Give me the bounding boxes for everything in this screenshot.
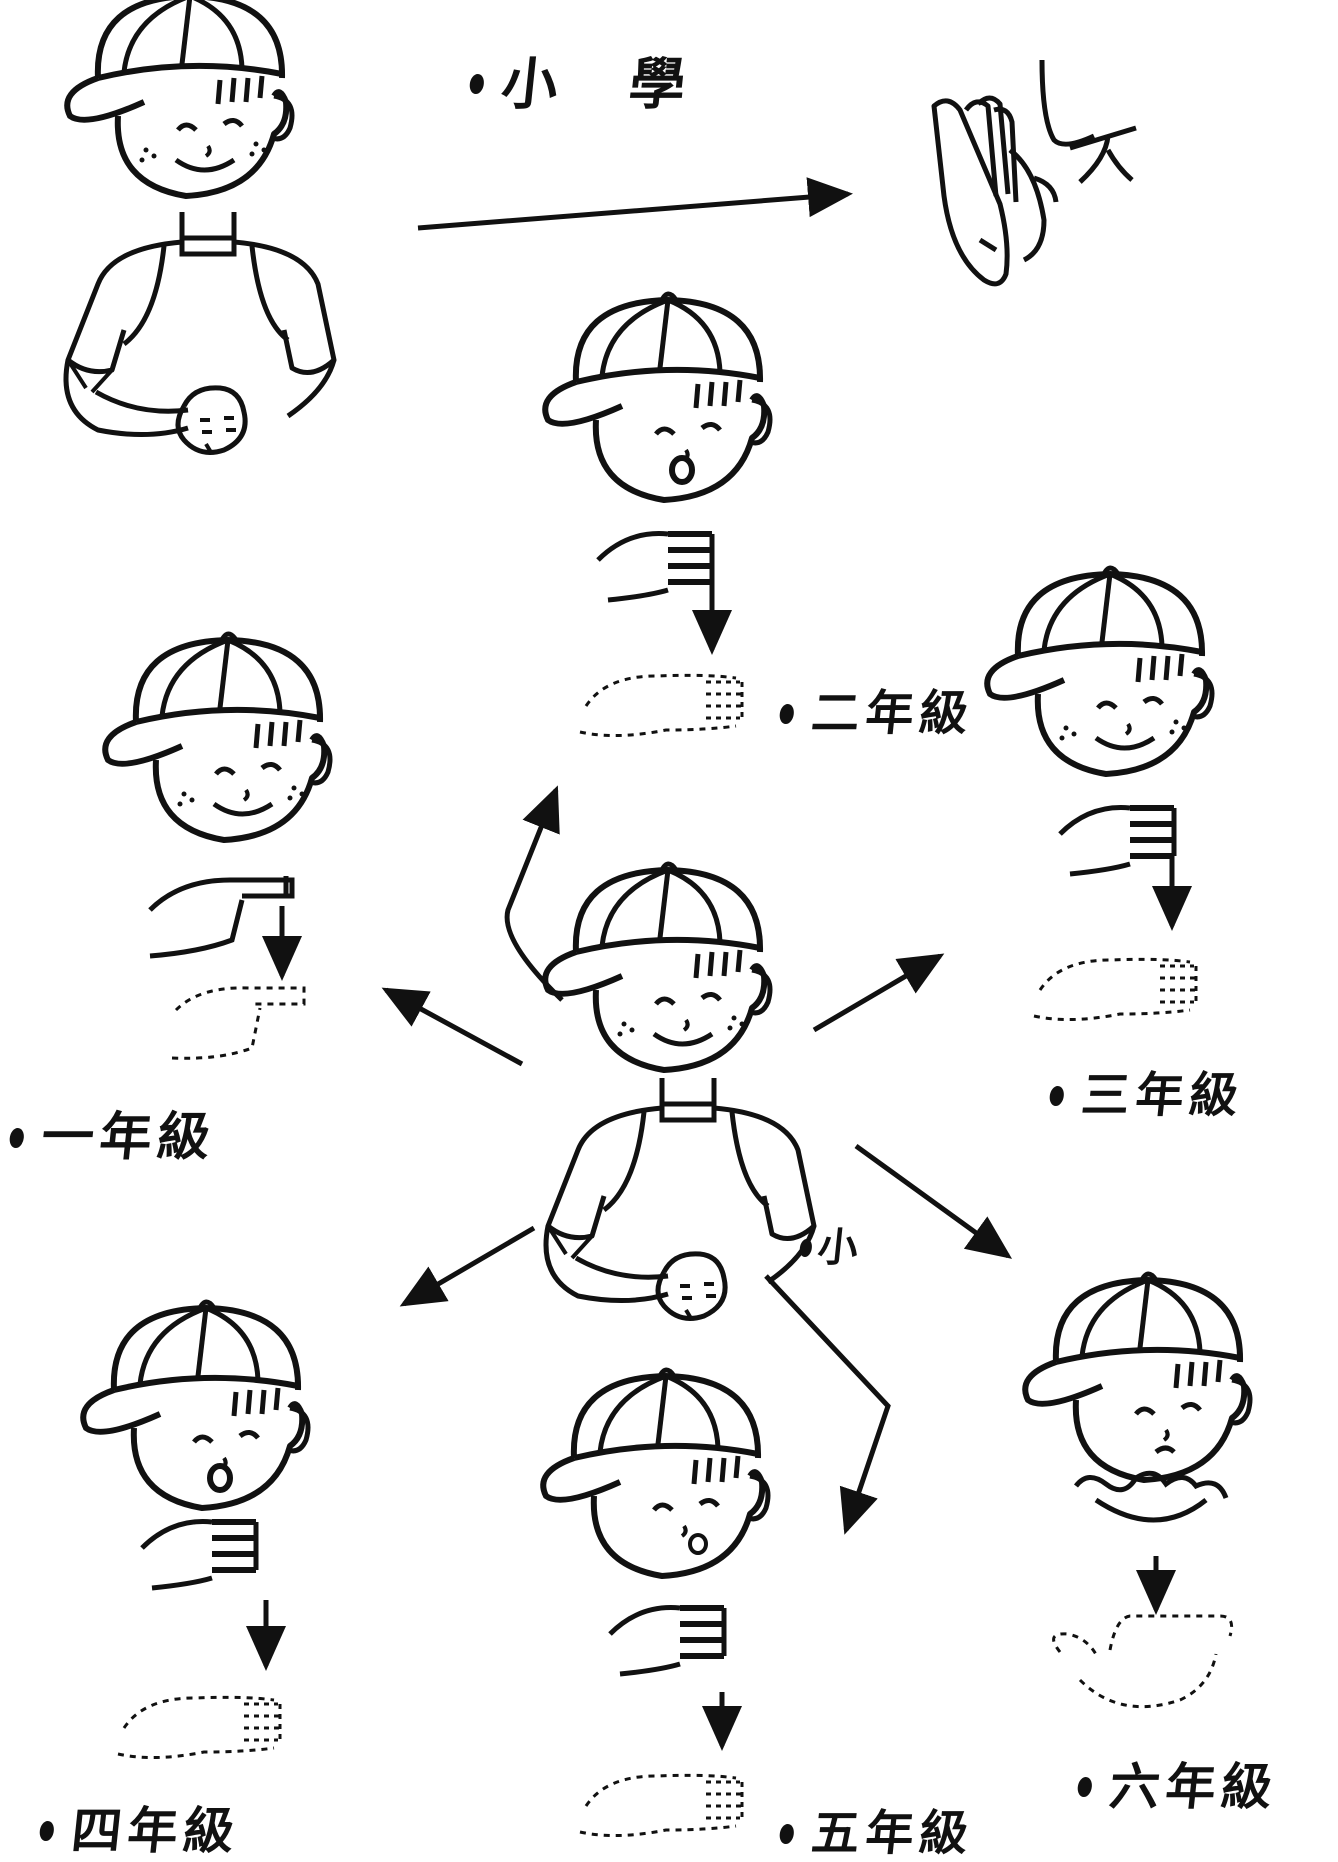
hand-grade3 bbox=[1060, 808, 1176, 874]
figure-center bbox=[545, 864, 770, 1070]
dashhand-grade5 bbox=[578, 1773, 744, 1838]
hand-grade6 bbox=[1074, 1470, 1229, 1523]
bullet-dot bbox=[1076, 1777, 1093, 1797]
praying-hands-sign bbox=[931, 95, 1059, 287]
grade2-text: 二年級 bbox=[808, 685, 977, 742]
figure-grade5 bbox=[543, 1370, 768, 1576]
bullet-dot bbox=[8, 1127, 25, 1148]
grade6-label: 六年級 bbox=[1075, 1757, 1281, 1816]
grade4-text: 四年級 bbox=[68, 1801, 243, 1860]
radial-arrows bbox=[381, 785, 1013, 1535]
dashhand-grade6 bbox=[1052, 1614, 1234, 1709]
dashhand-grade3 bbox=[1032, 957, 1198, 1022]
bullet-dot bbox=[798, 1239, 813, 1257]
bullet-dot bbox=[1048, 1085, 1065, 1106]
figure-top-left-torso bbox=[66, 212, 334, 454]
hand-grade5 bbox=[610, 1608, 726, 1674]
title-text: 小 學 bbox=[498, 51, 715, 118]
grade1-label: 一年級 bbox=[7, 1107, 219, 1168]
dashhand-grade4 bbox=[116, 1695, 282, 1760]
bullet-dot bbox=[778, 703, 795, 724]
grade3-label: 三年級 bbox=[1047, 1068, 1247, 1124]
hand-grade1 bbox=[148, 876, 295, 959]
figure-grade1 bbox=[105, 634, 330, 840]
hand-grade4 bbox=[142, 1522, 258, 1588]
grade1-text: 一年級 bbox=[38, 1106, 220, 1168]
grade6-text: 六年級 bbox=[1106, 1757, 1281, 1816]
figure-grade6 bbox=[1025, 1274, 1250, 1480]
bullet-dot bbox=[778, 1823, 795, 1844]
grade5-text: 五年級 bbox=[808, 1805, 977, 1862]
small-text: 小 bbox=[815, 1224, 867, 1271]
figure-grade2 bbox=[545, 294, 770, 500]
figure-grade4 bbox=[83, 1302, 308, 1508]
bullet-dot bbox=[468, 74, 485, 95]
small-label: 小 bbox=[798, 1224, 867, 1271]
grade4-label: 四年級 bbox=[37, 1801, 243, 1860]
dashhand-grade1 bbox=[171, 986, 306, 1060]
arrow-to-title bbox=[417, 177, 853, 231]
title-label: 小 學 bbox=[467, 51, 715, 117]
zhuyin-strokes bbox=[1039, 59, 1137, 184]
dashhand-grade2 bbox=[578, 673, 744, 738]
grade2-label: 二年級 bbox=[777, 686, 977, 742]
figure-grade3 bbox=[987, 568, 1212, 774]
figure-top-left bbox=[67, 0, 292, 196]
bullet-dot bbox=[38, 1821, 55, 1841]
grade3-text: 三年級 bbox=[1078, 1067, 1247, 1124]
hand-grade2 bbox=[598, 534, 714, 600]
grade5-label: 五年級 bbox=[777, 1806, 977, 1862]
